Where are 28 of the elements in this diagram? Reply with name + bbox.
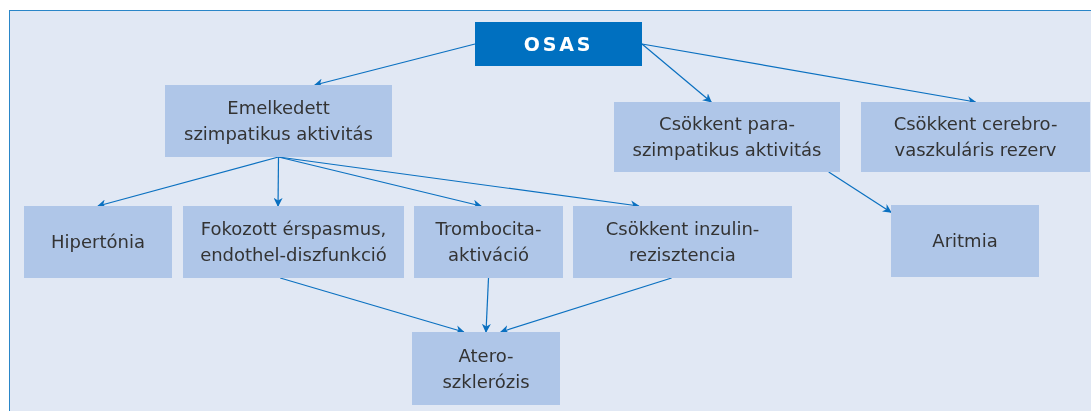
process-box [414, 206, 563, 278]
arrow [499, 277, 673, 334]
process-box [165, 85, 392, 157]
process-box [412, 332, 560, 405]
node-label: Emelkedett szimpatikus aktivitás [183, 96, 374, 146]
node-label: OSAS [523, 31, 594, 57]
arrow [279, 277, 465, 335]
root-box [475, 22, 642, 66]
process-box [614, 102, 840, 172]
arrow [97, 156, 280, 209]
process-box [861, 102, 1090, 172]
node-label: Csökkent para-szimpatikus aktivitás [631, 112, 823, 162]
process-box [183, 206, 404, 278]
arrow [828, 171, 892, 213]
process-box [573, 206, 792, 278]
arrow [481, 277, 491, 333]
arrow [313, 43, 476, 88]
node-label: Aritmia [932, 229, 998, 253]
node-label: Fokozott érspasmus, endothel-diszfunkció [199, 217, 388, 267]
process-box [24, 206, 172, 278]
node-label: Trombocita-aktiváció [434, 217, 543, 267]
node-label: Hipertónia [51, 230, 145, 254]
arrow [641, 43, 712, 103]
node-label: Atero-szklerózis [441, 343, 531, 394]
node-label: Csökkent inzulin-rezisztencia [604, 217, 761, 267]
arrow [273, 156, 283, 207]
node-label: Csökkent cerebro-vaszkuláris rezerv [892, 112, 1059, 162]
process-box [891, 205, 1039, 277]
